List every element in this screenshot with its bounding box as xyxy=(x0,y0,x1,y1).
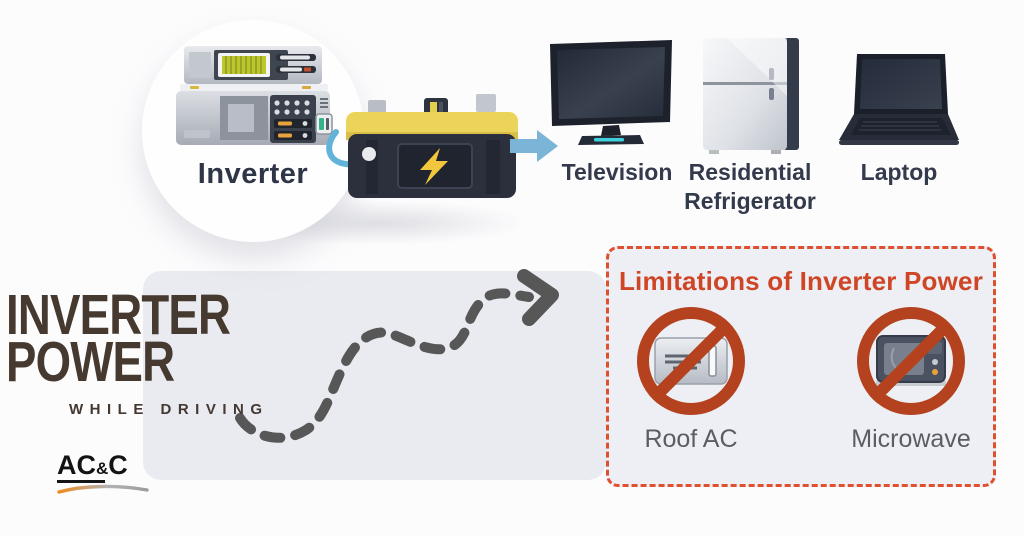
headline-line1: INVERTER xyxy=(6,283,231,347)
refrigerator-icon xyxy=(703,38,799,154)
appliance-label-refrigerator: Residential Refrigerator xyxy=(684,159,816,215)
prohibition-sign-microwave xyxy=(857,307,965,415)
television-icon xyxy=(550,40,672,145)
logo-underline xyxy=(57,480,105,483)
brand-logo-text: AC&C xyxy=(57,452,157,479)
appliance-label-laptop: Laptop xyxy=(860,159,938,185)
limitation-label-roof-ac: Roof AC xyxy=(644,425,738,453)
laptop-icon xyxy=(839,54,959,145)
headline-subtitle: WHILE DRIVING xyxy=(69,401,269,419)
logo-part2: C xyxy=(108,450,128,480)
logo-swoosh-icon xyxy=(57,484,149,494)
limitation-label-microwave: Microwave xyxy=(851,425,971,453)
appliance-label-television: Television xyxy=(561,159,673,185)
prohibition-ring xyxy=(857,307,965,415)
logo-part1: AC xyxy=(57,450,96,480)
limitation-item-microwave: Microwave xyxy=(831,307,991,454)
headline-block: INVERTER POWER WHILE DRIVING xyxy=(6,283,286,419)
inverter-icon xyxy=(176,46,333,145)
flow-arrow-icon xyxy=(510,130,558,162)
battery-icon xyxy=(346,94,518,198)
headline-line2: POWER xyxy=(6,329,175,394)
limitations-title: Limitations of Inverter Power xyxy=(618,266,984,296)
limitation-item-roof-ac: Roof AC xyxy=(611,307,771,454)
brand-logo: AC&C xyxy=(57,452,157,495)
prohibition-ring xyxy=(637,307,745,415)
background-band xyxy=(143,271,606,480)
logo-ampersand: & xyxy=(96,459,109,478)
dashed-path-arrow-icon xyxy=(235,269,559,443)
limitations-box: Limitations of Inverter Power xyxy=(606,246,996,487)
inverter-label: Inverter xyxy=(197,158,309,190)
limitations-items: Roof AC xyxy=(609,307,993,454)
prohibition-sign-roof-ac xyxy=(637,307,745,415)
